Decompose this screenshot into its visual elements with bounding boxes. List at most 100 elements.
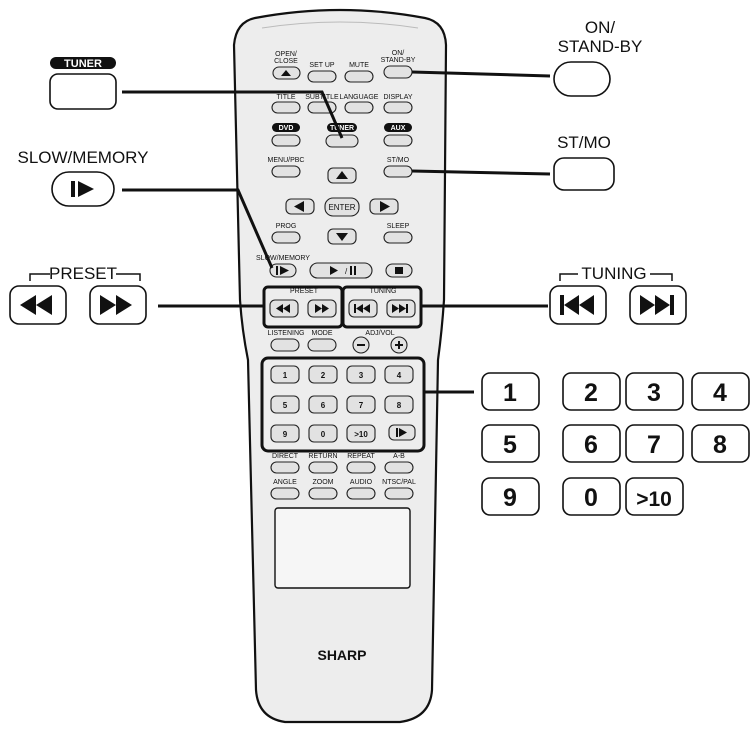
display-button[interactable] [383,101,413,114]
preset-bracket [29,273,141,281]
dvd-badge [272,123,300,132]
pause-bar-1-icon [350,266,352,275]
angle-button[interactable] [270,487,300,500]
callout-key-9 [481,477,540,516]
rewind-icon [276,304,290,313]
remote-key-4[interactable] [384,365,414,384]
callout-key-3 [625,372,684,411]
remote-key-3[interactable] [346,365,376,384]
label-tuning: TUNING [370,288,397,295]
numpad-highlight [260,356,426,453]
remote-key-label: 8 [397,401,402,410]
mute-button[interactable] [344,70,374,83]
fast-forward-icon [315,304,329,313]
sleep-button[interactable] [383,231,413,244]
tuner-badge [327,123,357,132]
label-aux: AUX [391,125,406,132]
remote-key-label: 7 [359,401,364,410]
label-dvd: DVD [279,125,294,132]
on-standby-button[interactable] [383,65,413,79]
callout-tuning: TUNING [549,264,687,325]
remote-key-2[interactable] [308,365,338,384]
callout-key-8 [691,424,750,463]
label-display: DISPLAY [383,94,412,101]
label-audio: AUDIO [350,479,373,486]
ntsc-pal-button[interactable] [384,487,414,500]
callout-key-0 [562,477,621,516]
callout-slow-play-icon [78,181,94,197]
callout-skip-forward-icon [640,295,670,315]
st-mo-button[interactable] [383,165,413,178]
leader-lines [122,70,551,394]
label-sleep: SLEEP [387,223,410,230]
audio-button[interactable] [346,487,376,500]
callout-key-label: 6 [584,431,598,459]
callout-rewind-icon [20,295,52,315]
ab-button[interactable] [384,461,414,474]
label-preset: PRESET [290,288,319,295]
label-subtitle: SUBTITLE [305,94,339,101]
dvd-button[interactable] [271,134,301,147]
aux-badge [384,123,412,132]
callout-fast-forward-icon [100,295,132,315]
pause-bar-2-icon [354,266,356,275]
label-ab: A-B [393,453,405,460]
arrow-up-icon [336,171,348,179]
menu-pbc-button[interactable] [271,165,301,178]
listening-button[interactable] [270,338,300,352]
label-tuner: TUNER [330,125,354,132]
slow-bar-icon [276,266,278,275]
callout-key-label: 3 [647,379,661,407]
callout-key-label: 4 [713,379,727,407]
remote-key-label: 9 [283,430,288,439]
language-button[interactable] [344,101,374,114]
step-play-icon [399,428,407,437]
callout-key-2 [562,372,621,411]
remote-key-label: 5 [283,401,288,410]
return-button[interactable] [308,461,338,474]
label-direct: DIRECT [272,453,299,460]
step-bar-icon [396,428,398,437]
repeat-button[interactable] [346,461,376,474]
remote-key-1[interactable] [270,365,300,384]
play-pause-button[interactable] [309,262,373,279]
callout-numpad: 1 2 3 4 5 6 7 8 9 0 >10 [481,372,750,516]
svg-text:/: / [345,267,348,276]
zoom-button[interactable] [308,487,338,500]
tuning-callout-label: TUNING [581,264,646,283]
label-open-close-1: OPEN/ [275,51,297,58]
line-st-mo [411,169,551,176]
minus-icon [357,344,365,346]
remote-key-label: 6 [321,401,326,410]
remote-key-label: 0 [321,430,326,439]
callout-key-label: >10 [636,488,672,511]
preset-callout-label: PRESET [49,264,117,283]
callout-key-label: 7 [647,431,661,459]
enter-button[interactable] [324,197,360,217]
remote-key-10plus[interactable] [346,424,376,443]
label-language: LANGUAGE [340,94,379,101]
setup-button[interactable] [307,70,337,83]
remote-key-7[interactable] [346,395,376,414]
label-zoom: ZOOM [313,479,334,486]
callout-key-10plus [625,477,684,516]
remote-key-label: 4 [397,371,402,380]
title-button[interactable] [271,101,301,114]
tuner-callout-label: TUNER [64,58,102,70]
remote-key-8[interactable] [384,395,414,414]
prog-button[interactable] [271,231,301,244]
mode-button[interactable] [307,338,337,352]
callout-key-label: 8 [713,431,727,459]
direct-button[interactable] [270,461,300,474]
remote-key-6[interactable] [308,395,338,414]
remote-key-label: >10 [354,430,368,439]
aux-button[interactable] [383,134,413,147]
label-mute: MUTE [349,62,369,69]
remote-key-0[interactable] [308,424,338,443]
remote-panel [274,507,411,589]
remote-key-9[interactable] [270,424,300,443]
brand-logo: SHARP [317,647,366,663]
callout-tuner: TUNER [49,57,117,110]
st-mo-callout-label: ST/MO [557,133,611,152]
remote-key-5[interactable] [270,395,300,414]
